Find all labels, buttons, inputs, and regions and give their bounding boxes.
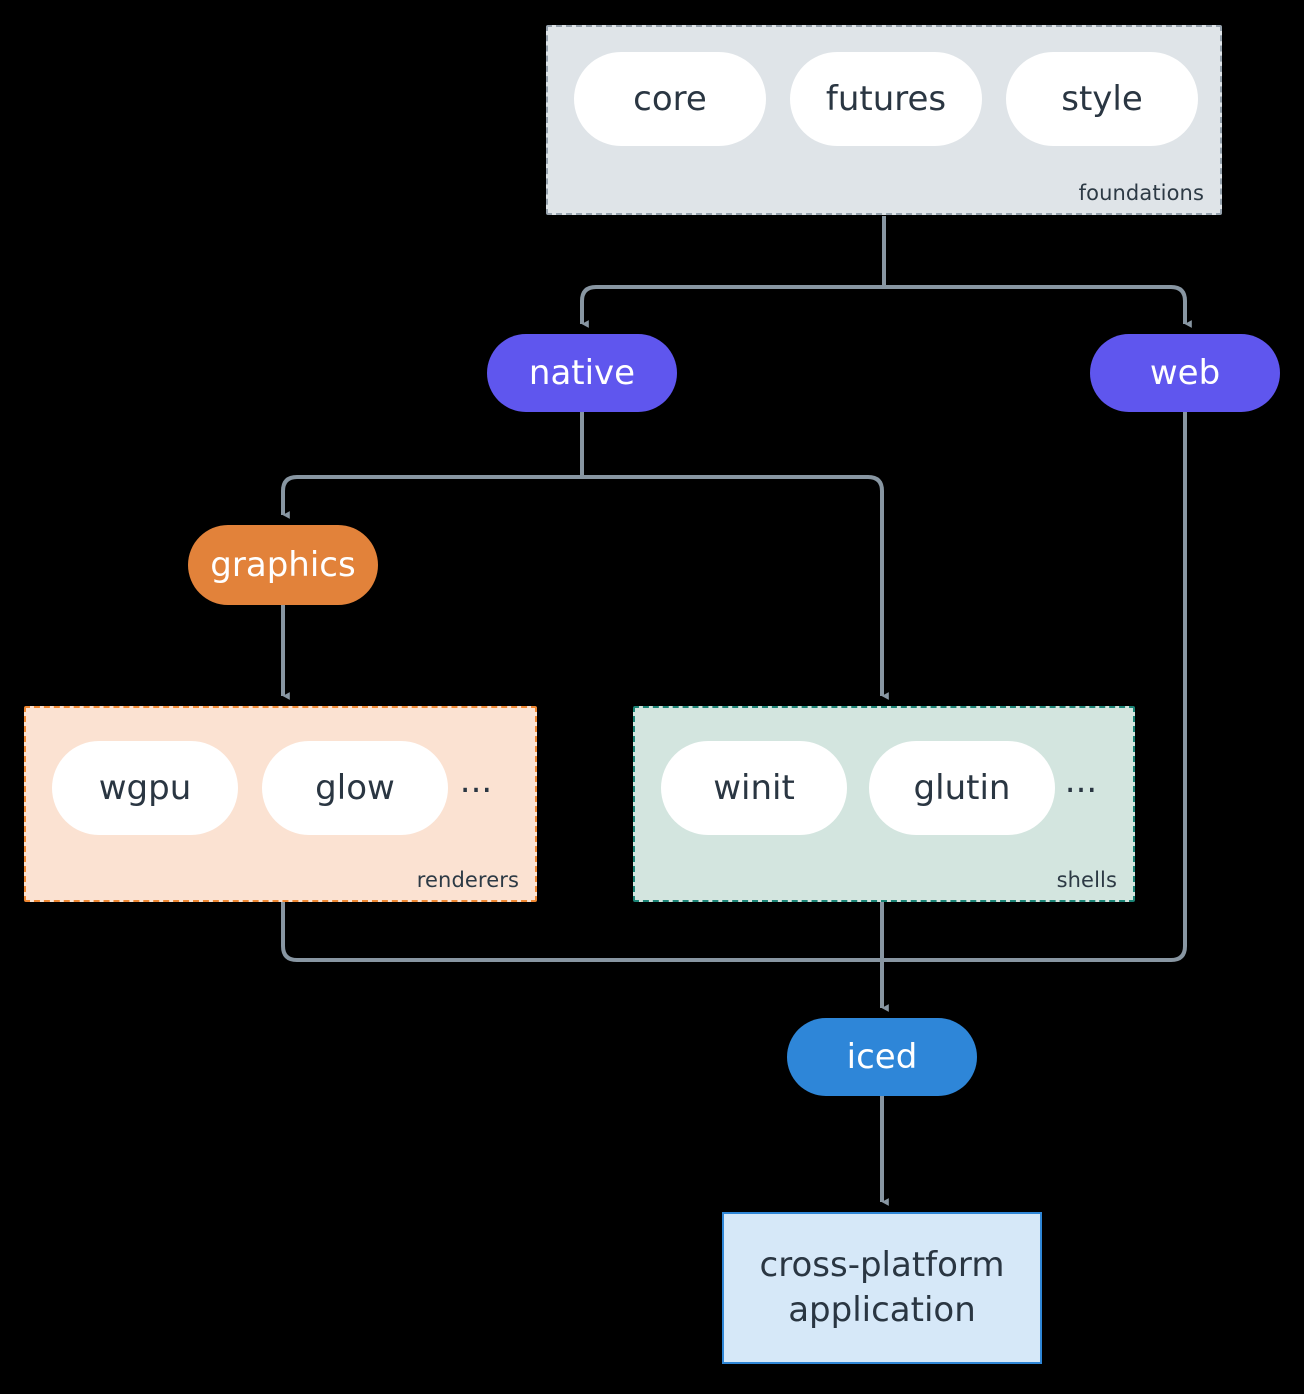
foundations-pill-row: core futures style [574, 52, 1198, 146]
pill-futures[interactable]: futures [790, 52, 982, 146]
group-label-foundations: foundations [1078, 181, 1204, 205]
edge-native-to-shells [582, 475, 889, 700]
pill-wgpu[interactable]: wgpu [52, 741, 238, 835]
node-native[interactable]: native [487, 334, 677, 412]
pill-winit[interactable]: winit [661, 741, 847, 835]
pill-style[interactable]: style [1006, 52, 1198, 146]
node-graphics[interactable]: graphics [188, 525, 378, 605]
application-line-2: application [788, 1290, 976, 1330]
edge-renderers-to-iced [281, 902, 882, 962]
group-label-shells: shells [1056, 868, 1117, 892]
pill-core[interactable]: core [574, 52, 766, 146]
node-iced[interactable]: iced [787, 1018, 977, 1096]
application-line-1: cross-platform [759, 1245, 1005, 1286]
node-web[interactable]: web [1090, 334, 1280, 412]
edge-foundations-to-native [580, 285, 884, 328]
renderers-ellipsis: ... [459, 761, 493, 801]
shells-pill-row: winit glutin ... [661, 734, 1107, 842]
edge-native-to-graphics [281, 475, 582, 519]
renderers-pill-row: wgpu glow ... [52, 734, 504, 842]
pill-glow[interactable]: glow [262, 741, 448, 835]
group-shells: winit glutin ... shells [633, 706, 1135, 902]
node-cross-platform-application[interactable]: cross-platform application [722, 1212, 1042, 1364]
edge-foundations-to-web [884, 285, 1192, 328]
pill-glutin[interactable]: glutin [869, 741, 1055, 835]
shells-ellipsis: ... [1064, 761, 1098, 801]
group-renderers: wgpu glow ... renderers [24, 706, 537, 902]
group-label-renderers: renderers [416, 868, 519, 892]
group-foundations: core futures style foundations [546, 25, 1222, 215]
